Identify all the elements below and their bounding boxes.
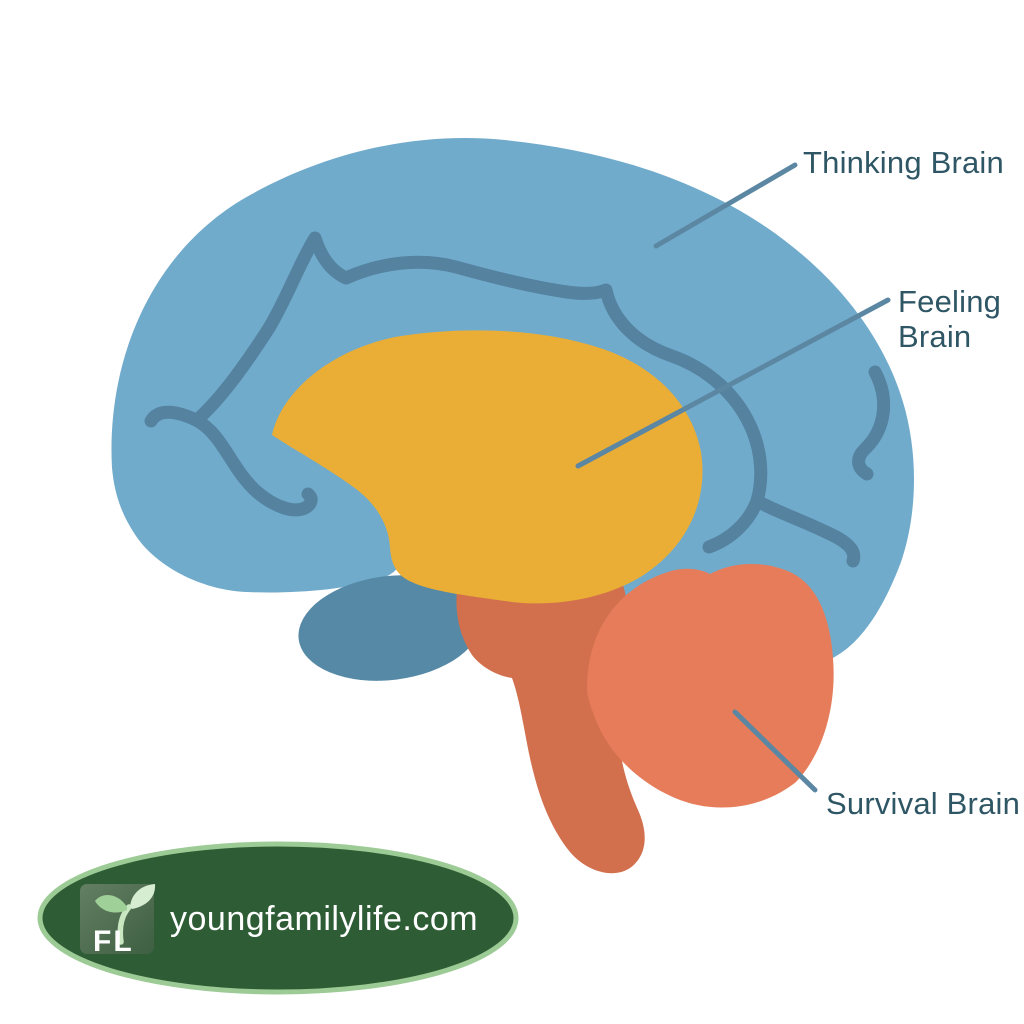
leader-lines [575, 162, 891, 793]
sulci-lines [144, 231, 891, 568]
logo-domain-text: youngfamilylife.com [170, 900, 478, 938]
temporal-lobe-region [298, 575, 482, 681]
site-logo: FL youngfamilylife.com [37, 841, 519, 995]
survival-leader-line [732, 709, 818, 793]
thinking-brain-label: Thinking Brain [803, 145, 1004, 180]
sprout-stem [117, 904, 132, 945]
survival-brain-label: Survival Brain [826, 786, 1020, 821]
logo-monogram: FL [93, 925, 134, 958]
sprout-leaf-left [95, 895, 127, 913]
limbic-region [272, 330, 703, 604]
sulcus-line-frontal [144, 405, 318, 517]
region-labels: Thinking Brain Feeling Brain Survival Br… [803, 145, 1020, 821]
sprout-leaf-right [130, 884, 156, 909]
brainstem-region [456, 527, 645, 874]
sprout-icon [95, 884, 156, 945]
logo-ellipse [37, 841, 519, 995]
feeling-brain-label-line2: Brain [898, 319, 971, 354]
sulcus-line-main [190, 231, 768, 554]
sulcus-line-right [852, 365, 891, 481]
thinking-leader-line [653, 162, 798, 249]
feeling-leader-line [575, 297, 891, 469]
sulcus-line-branch [750, 494, 861, 568]
feeling-brain-label-line1: Feeling [898, 284, 1001, 319]
